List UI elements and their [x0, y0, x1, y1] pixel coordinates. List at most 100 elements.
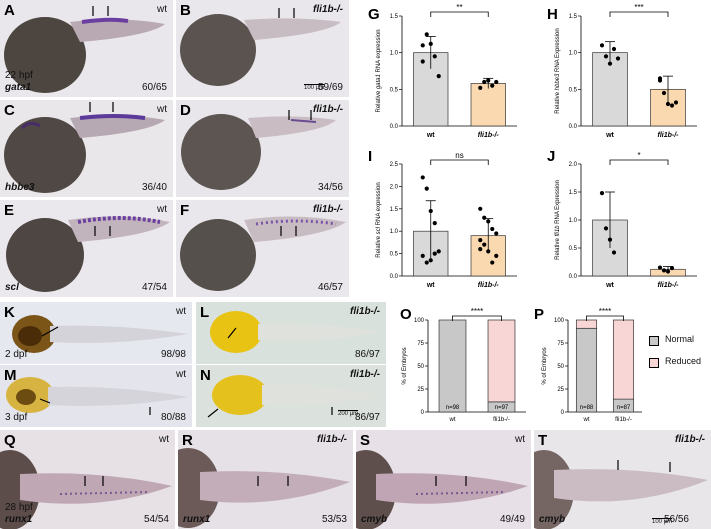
- legend-label-normal: Normal: [665, 334, 695, 344]
- data-point: [657, 265, 663, 270]
- x-tick-label: fli1b-/-: [478, 282, 500, 289]
- panel-A: A wt 22 hpf gata1 60/65: [0, 0, 173, 97]
- x-tick-label: wt: [605, 282, 614, 289]
- panel-letter: O: [400, 306, 412, 323]
- x-tick-label: wt: [605, 132, 614, 139]
- x-tick-label: fli1b-/-: [493, 417, 510, 423]
- data-point: [420, 43, 425, 48]
- bar: [470, 83, 506, 127]
- data-point: [490, 83, 495, 88]
- data-point: [665, 101, 671, 107]
- data-point: [478, 85, 483, 90]
- y-tick-label: 25: [417, 387, 424, 393]
- embryo-count: 36/40: [141, 182, 167, 193]
- data-point: [669, 103, 675, 108]
- data-point: [490, 226, 495, 232]
- data-point: [424, 186, 429, 191]
- data-point: [661, 268, 667, 273]
- panel-N: N fli1b-/- 200 μm 86/97: [196, 365, 386, 427]
- y-tick-label: 0.5: [569, 246, 578, 252]
- panel-D: D fli1b-/- 34/56: [176, 100, 349, 197]
- y-tick-label: 0.0: [390, 124, 399, 130]
- panel-letter: H: [547, 6, 558, 23]
- n-label: n=98: [446, 405, 460, 411]
- y-axis-label: Relative gata1 RNA expression: [376, 29, 382, 112]
- data-point: [478, 206, 483, 211]
- y-tick-label: 1.0: [569, 218, 578, 224]
- x-tick-label: wt: [426, 282, 435, 289]
- genotype-label: fli1b-/-: [313, 4, 343, 15]
- significance-label: ****: [471, 307, 483, 316]
- y-tick-label: 1.5: [390, 14, 399, 20]
- panel-S: S wt cmyb 49/49: [356, 430, 531, 529]
- panel-letter: Q: [4, 432, 16, 449]
- genotype-label: wt: [159, 434, 169, 445]
- y-tick-label: 75: [557, 341, 564, 347]
- significance-bracket: [586, 315, 624, 321]
- y-tick-label: 75: [417, 341, 424, 347]
- data-point: [615, 56, 621, 61]
- data-point: [611, 250, 617, 255]
- panel-letter: E: [4, 202, 15, 219]
- y-tick-label: 1.0: [390, 229, 399, 235]
- y-tick-label: 1.5: [569, 190, 578, 196]
- genotype-label: fli1b-/-: [313, 104, 343, 115]
- significance-bracket: [452, 315, 502, 321]
- data-point: [424, 32, 429, 37]
- data-point: [482, 215, 487, 220]
- embryo-count: 98/98: [160, 349, 186, 360]
- panel-E: E wt scl 47/54: [0, 200, 173, 297]
- panel-letter: B: [180, 2, 191, 19]
- significance-bracket: [609, 11, 669, 17]
- genotype-label: wt: [157, 204, 167, 215]
- x-tick-label: fli1b-/-: [658, 132, 680, 139]
- data-point: [665, 269, 671, 274]
- significance-label: *: [637, 151, 640, 160]
- y-tick-label: 25: [557, 387, 564, 393]
- data-point: [603, 226, 609, 231]
- panel-letter: I: [368, 148, 373, 165]
- y-tick-label: 0: [561, 410, 565, 416]
- data-point: [607, 237, 613, 242]
- y-tick-label: 0.0: [569, 274, 578, 280]
- y-tick-label: 0.0: [569, 124, 578, 130]
- panel-M: M wt 3 dpf 80/88: [0, 365, 192, 427]
- data-point: [428, 208, 433, 214]
- y-tick-label: 2.0: [569, 162, 578, 168]
- x-tick-label: fli1b-/-: [658, 282, 680, 289]
- data-point: [478, 247, 483, 252]
- y-axis-label: % of Embryos: [402, 347, 408, 384]
- data-point: [482, 242, 487, 247]
- data-point: [494, 231, 499, 236]
- embryo-count: 34/56: [317, 182, 343, 193]
- panel-letter: R: [182, 432, 193, 449]
- genotype-label: fli1b-/-: [317, 434, 347, 445]
- y-axis-label: Relative fli1b RNA Expression: [555, 180, 561, 260]
- data-point: [603, 54, 609, 59]
- genotype-label: fli1b-/-: [675, 434, 705, 445]
- genotype-label: wt: [157, 104, 167, 115]
- panel-letter: C: [4, 102, 15, 119]
- y-tick-label: 50: [417, 364, 424, 370]
- panel-letter: K: [4, 304, 15, 321]
- probe-label: scl: [5, 282, 19, 293]
- panel-L: L fli1b-/- 86/97: [196, 302, 386, 364]
- data-point: [494, 253, 499, 258]
- genotype-label: fli1b-/-: [350, 369, 380, 380]
- data-point: [482, 79, 487, 85]
- y-axis-label: % of Embryos: [542, 347, 548, 384]
- stacked-bar-segment: [438, 319, 467, 413]
- stage-label: 22 hpf: [5, 70, 33, 81]
- data-point: [599, 43, 605, 48]
- panel-Q: Q wt 28 hpf runx1 54/54: [0, 430, 175, 529]
- data-point: [494, 79, 499, 85]
- stacked-bar-segment: [575, 319, 598, 329]
- panel-letter: L: [200, 304, 210, 321]
- panel-letter: M: [4, 367, 17, 384]
